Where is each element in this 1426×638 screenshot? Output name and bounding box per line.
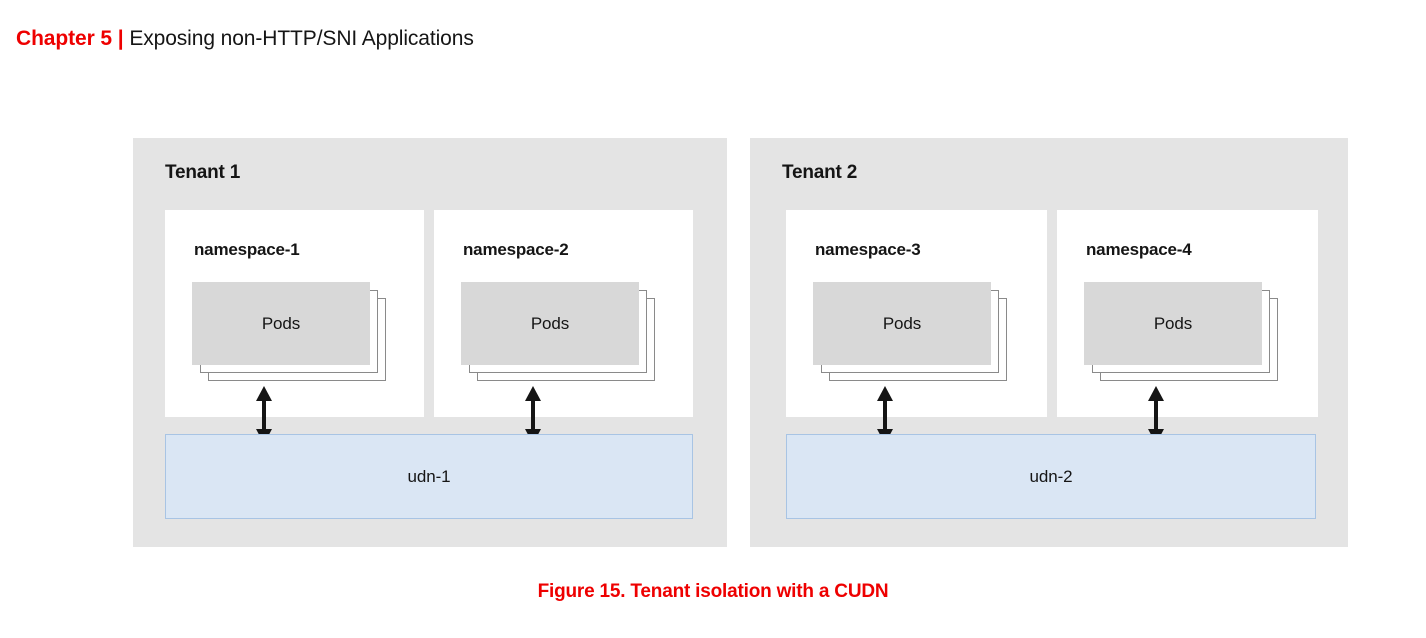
- namespace-box-4: namespace-4 Pods: [1057, 210, 1318, 417]
- namespace-title: namespace-2: [463, 240, 569, 259]
- pods-card-front: Pods: [813, 282, 991, 365]
- pods-label: Pods: [530, 313, 570, 333]
- tenant-title: Tenant 2: [782, 162, 858, 183]
- namespace-box-2: namespace-2 Pods: [434, 210, 693, 417]
- pods-card-front: Pods: [1084, 282, 1262, 365]
- chapter-label: Chapter 5 |: [16, 27, 124, 50]
- udn-label: udn-2: [1029, 466, 1073, 486]
- figure-caption: Figure 15. Tenant isolation with a CUDN: [537, 581, 889, 602]
- pods-label: Pods: [261, 313, 301, 333]
- tenant-panel-2: Tenant 2 namespace-3 Pods namespace-4 Po…: [750, 138, 1348, 547]
- namespace-title: namespace-3: [815, 240, 921, 259]
- chapter-title: Exposing non-HTTP/SNI Applications: [129, 27, 474, 50]
- pods-card-front: Pods: [461, 282, 639, 365]
- pods-card-front: Pods: [192, 282, 370, 365]
- namespace-title: namespace-4: [1086, 240, 1192, 259]
- pods-label: Pods: [882, 313, 922, 333]
- tenant-title: Tenant 1: [165, 162, 241, 183]
- namespace-box-3: namespace-3 Pods: [786, 210, 1047, 417]
- tenant-panel-1: Tenant 1 namespace-1 Pods namespace-2 Po…: [133, 138, 727, 547]
- pods-stack: Pods: [1084, 282, 1282, 385]
- udn-box: udn-1: [165, 434, 693, 519]
- pods-label: Pods: [1153, 313, 1193, 333]
- chapter-header: Chapter 5 | Exposing non-HTTP/SNI Applic…: [16, 26, 474, 52]
- pods-stack: Pods: [192, 282, 390, 385]
- udn-box: udn-2: [786, 434, 1316, 519]
- namespace-box-1: namespace-1 Pods: [165, 210, 424, 417]
- pods-stack: Pods: [813, 282, 1011, 385]
- pods-stack: Pods: [461, 282, 659, 385]
- udn-label: udn-1: [407, 466, 451, 486]
- namespace-title: namespace-1: [194, 240, 300, 259]
